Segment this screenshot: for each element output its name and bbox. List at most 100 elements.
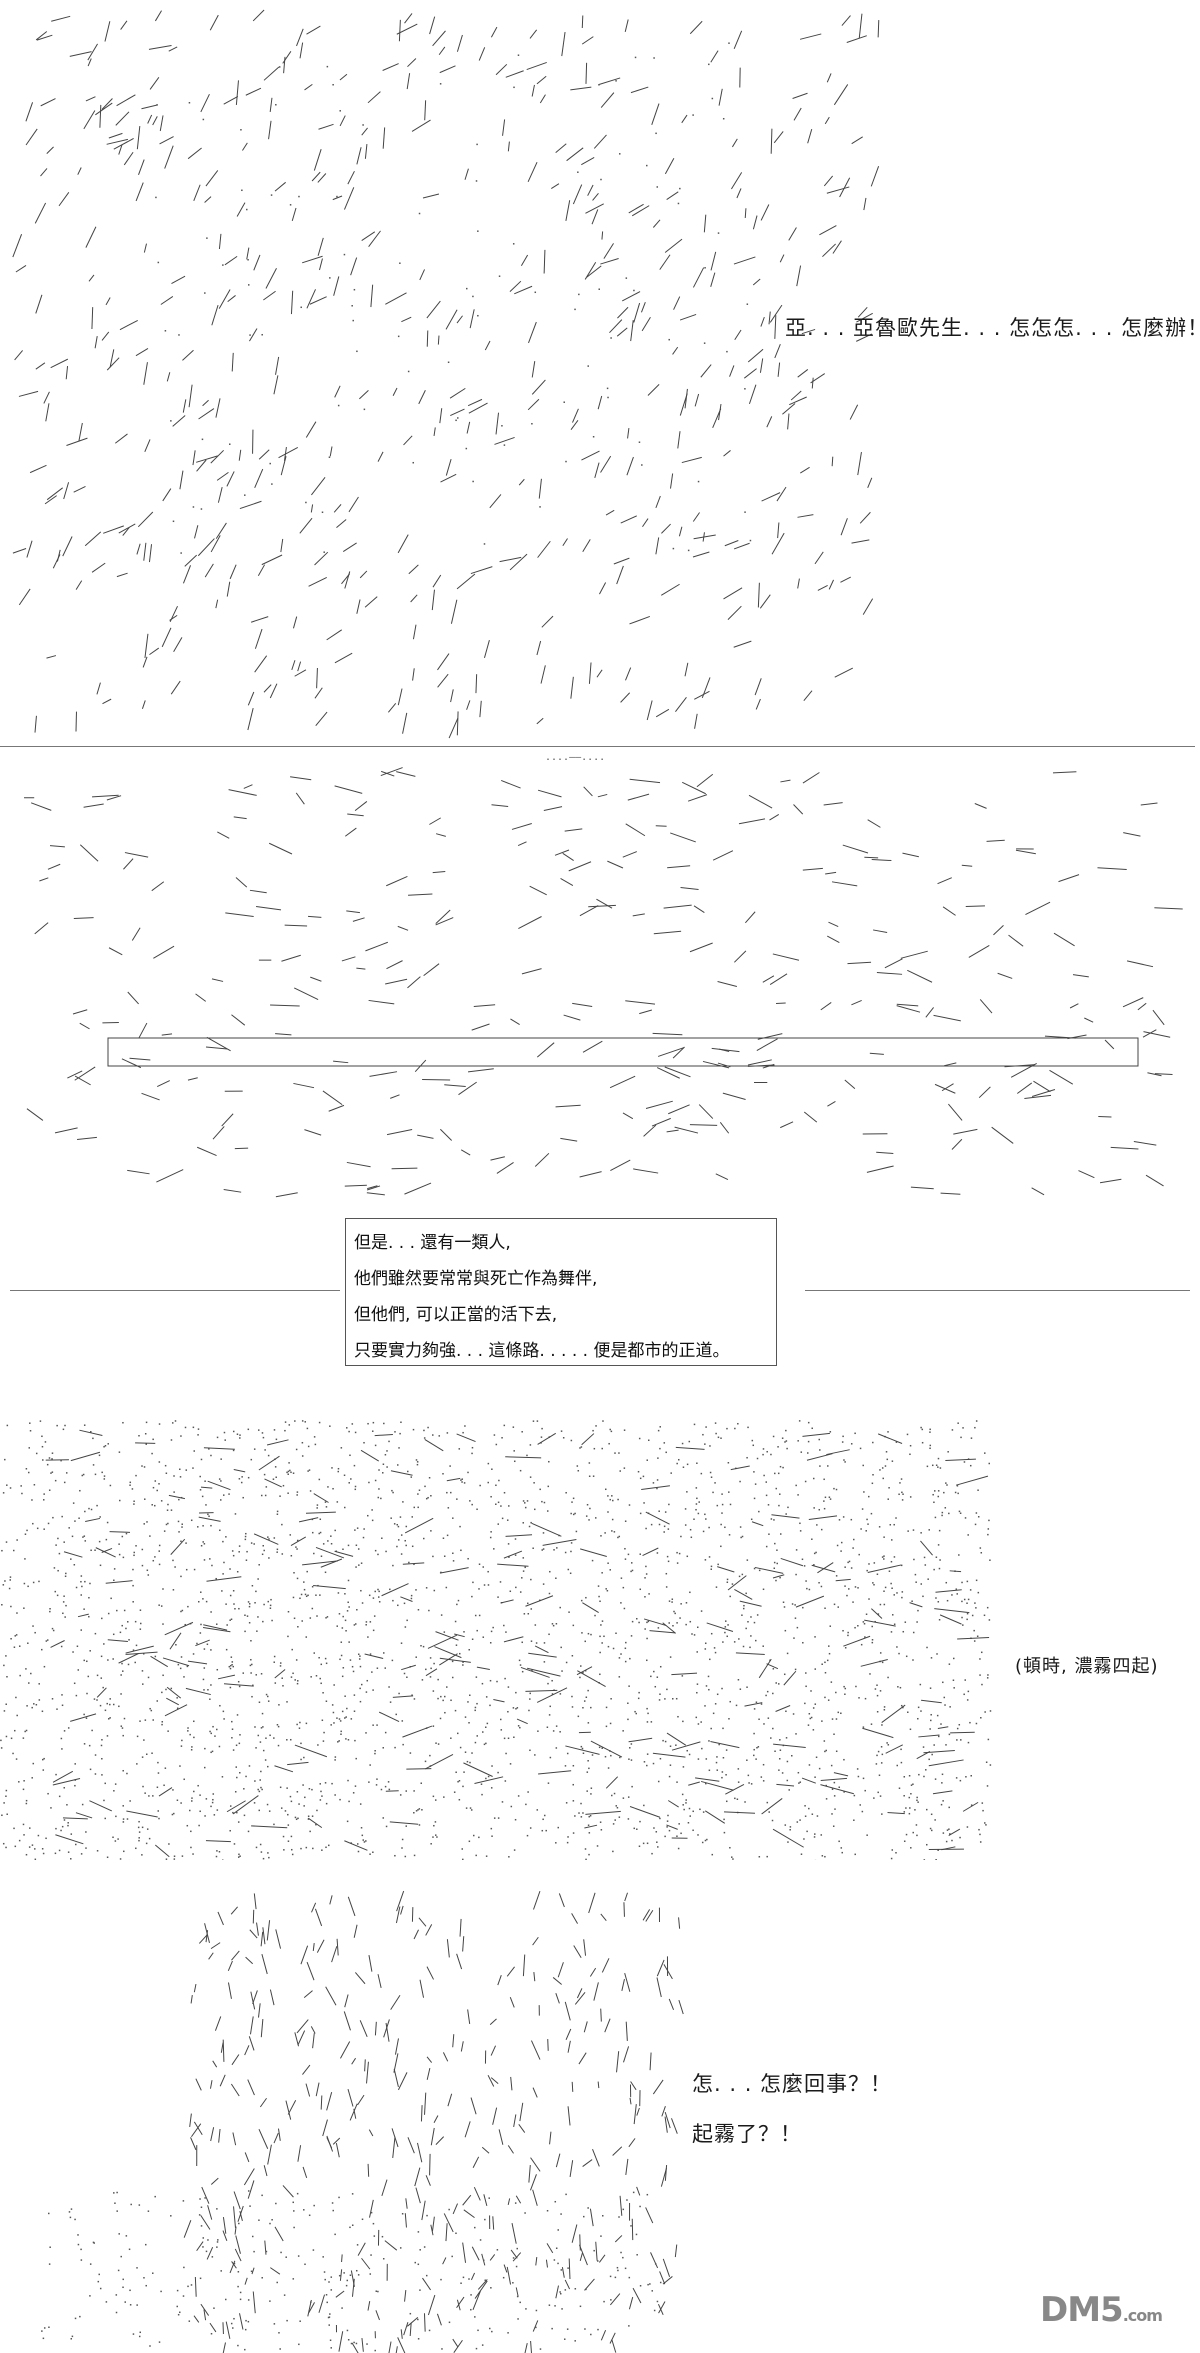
ascii-dot	[521, 1641, 523, 1644]
ascii-dot	[643, 1761, 646, 1763]
ascii-dot	[41, 1848, 44, 1850]
ascii-dot	[202, 2246, 204, 2248]
ascii-dot	[84, 1510, 86, 1513]
ascii-dot	[704, 1559, 707, 1561]
ascii-stroke	[342, 542, 357, 552]
ascii-dot	[123, 1850, 125, 1853]
ascii-dot	[758, 1718, 760, 1721]
ascii-stroke	[209, 2080, 213, 2089]
caption-line: 但他們, 可以正當的活下去,	[354, 1305, 558, 1325]
ascii-dot	[957, 1492, 959, 1495]
ascii-dot	[103, 1799, 105, 1802]
ascii-stroke	[579, 1171, 602, 1178]
ascii-dot	[545, 1829, 547, 1832]
ascii-stroke	[365, 941, 388, 952]
ascii-dot	[985, 1761, 988, 1763]
ascii-dot	[584, 1669, 587, 1672]
ascii-dot	[557, 1826, 560, 1829]
ascii-stroke	[200, 2215, 211, 2230]
ascii-dot	[549, 1570, 551, 1573]
ascii-stroke	[941, 1846, 956, 1851]
ascii-stroke	[625, 2158, 629, 2175]
ascii-stroke	[101, 1547, 113, 1553]
ascii-dot	[236, 1714, 239, 1716]
ascii-dot	[258, 1790, 261, 1793]
ascii-dot	[870, 1512, 873, 1515]
ascii-dot	[359, 1687, 361, 1690]
ascii-dot	[721, 1512, 723, 1514]
ascii-dot	[838, 1840, 840, 1843]
ascii-stroke	[937, 877, 952, 885]
ascii-dot	[395, 1713, 397, 1716]
ascii-dot	[142, 1653, 145, 1655]
ascii-dot	[939, 1559, 941, 1561]
ascii-dot	[63, 1481, 66, 1484]
ascii-stroke	[823, 802, 843, 806]
ascii-dot	[783, 1606, 786, 1608]
ascii-dot	[90, 1430, 92, 1433]
ascii-dot	[959, 1779, 962, 1782]
ascii-dot	[512, 2282, 514, 2284]
ascii-dot	[340, 1733, 342, 1735]
ascii-stroke	[409, 2323, 412, 2337]
ascii-dot	[332, 83, 334, 86]
ascii-dot	[421, 1809, 423, 1811]
ascii-stroke	[231, 2261, 237, 2269]
ascii-dot	[158, 1483, 160, 1485]
ascii-dot	[497, 1771, 499, 1774]
ascii-dot	[763, 1723, 765, 1725]
ascii-dot	[505, 1752, 507, 1755]
ascii-dot	[265, 1693, 268, 1696]
ascii-stroke	[748, 794, 773, 809]
ascii-dot	[770, 1453, 772, 1456]
ascii-dot	[252, 1684, 254, 1687]
ascii-dot	[937, 1601, 940, 1603]
ascii-stroke	[49, 845, 65, 848]
ascii-stroke	[456, 2299, 461, 2311]
ascii-dot	[584, 1640, 586, 1643]
ascii-dot	[423, 1429, 425, 1432]
ascii-dot	[867, 1523, 869, 1525]
ascii-dot	[429, 1657, 432, 1659]
ascii-stroke	[227, 1982, 232, 1999]
ascii-dot	[129, 1800, 131, 1802]
ascii-dot	[639, 2205, 641, 2208]
ascii-dot	[295, 1659, 298, 1661]
ascii-stroke	[449, 387, 466, 399]
ascii-stroke	[169, 1632, 182, 1650]
ascii-dot	[443, 1631, 446, 1633]
ascii-dot	[592, 1429, 594, 1432]
ascii-stroke	[585, 1810, 621, 1815]
ascii-dot	[508, 1556, 510, 1558]
ascii-dot	[771, 1819, 774, 1822]
ascii-dot	[881, 1724, 883, 1726]
ascii-dot	[354, 1488, 357, 1491]
ascii-dot	[559, 2291, 561, 2293]
ascii-stroke	[536, 640, 542, 656]
ascii-dot	[157, 261, 160, 264]
ascii-dot	[382, 1817, 385, 1819]
ascii-stroke	[218, 2128, 221, 2143]
ascii-stroke	[344, 1840, 368, 1851]
ascii-dot	[891, 1849, 894, 1851]
ascii-stroke	[549, 2131, 552, 2145]
ascii-dot	[515, 2265, 518, 2268]
ascii-dot	[401, 1847, 403, 1849]
ascii-dot	[258, 1809, 261, 1812]
ascii-dot	[197, 1428, 200, 1430]
ascii-dot	[337, 404, 340, 407]
ascii-dot	[487, 1584, 490, 1586]
ascii-stroke	[857, 306, 868, 318]
ascii-stroke	[238, 449, 242, 461]
ascii-dot	[696, 1462, 698, 1464]
ascii-dot	[595, 1517, 597, 1519]
ascii-dot	[342, 1548, 344, 1551]
ascii-dot	[382, 1472, 384, 1474]
ascii-dot	[152, 1559, 155, 1562]
ascii-stroke	[609, 2332, 616, 2344]
ascii-dot	[176, 1697, 178, 1699]
ascii-dot	[200, 2225, 203, 2227]
ascii-dot	[668, 1775, 671, 1778]
ascii-dot	[791, 1754, 793, 1757]
ascii-stroke	[662, 2258, 671, 2278]
